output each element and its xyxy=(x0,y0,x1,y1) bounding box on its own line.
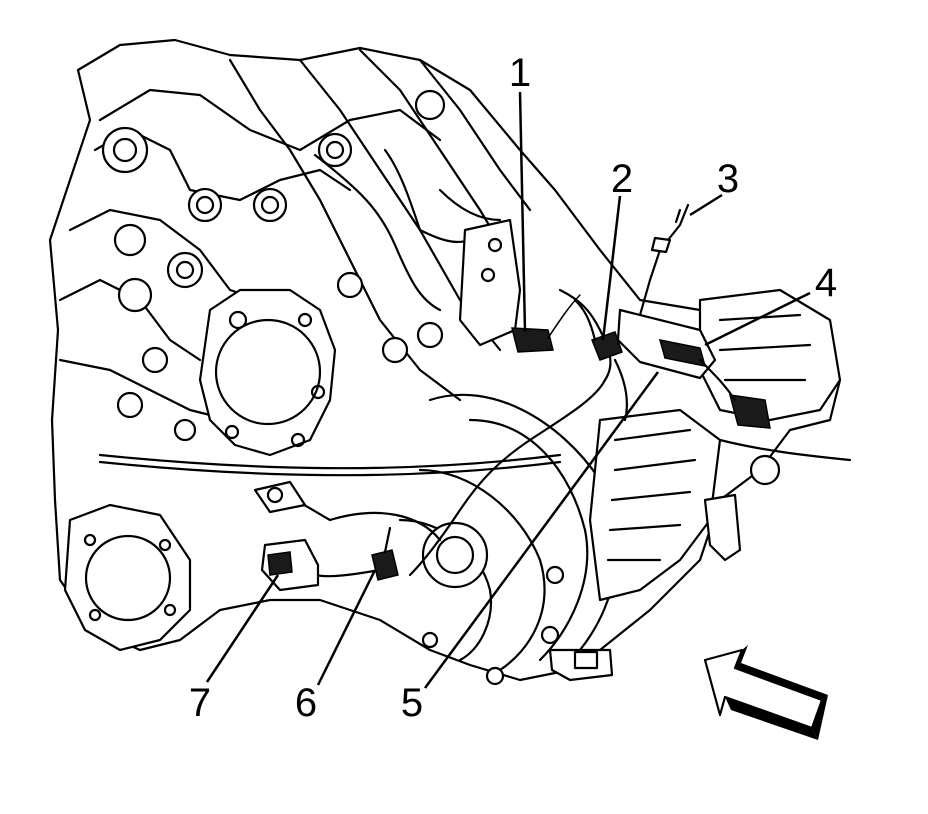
callout-5: 5 xyxy=(401,681,423,725)
component-4-switch xyxy=(616,308,771,429)
callout-4: 4 xyxy=(815,261,837,305)
callout-7: 7 xyxy=(189,681,211,725)
transaxle-housing xyxy=(48,38,842,686)
component-3-vent-tube xyxy=(638,203,690,317)
callout-labels: 1 2 3 4 5 6 7 xyxy=(189,51,837,725)
callout-2: 2 xyxy=(611,157,633,201)
component-6-connector xyxy=(371,526,399,581)
leader-lines xyxy=(205,91,811,689)
component-2-harness-connector xyxy=(573,298,623,361)
component-1-sensor-connector xyxy=(458,218,581,353)
callout-3: 3 xyxy=(717,157,739,201)
direction-arrow xyxy=(703,645,828,740)
callout-6: 6 xyxy=(295,681,317,725)
callout-1: 1 xyxy=(509,51,531,95)
